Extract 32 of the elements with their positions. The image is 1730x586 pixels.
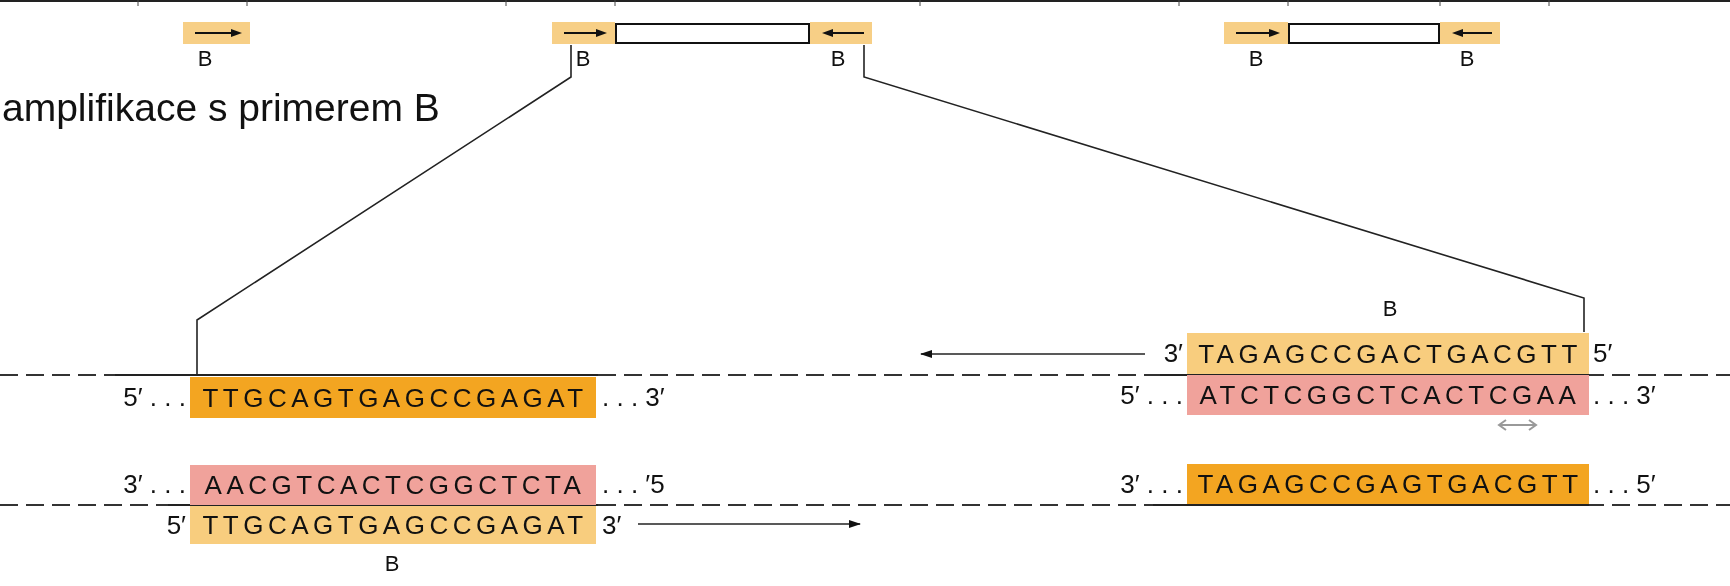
primer-label: B (575, 48, 591, 70)
strand-end-label: 5′ (1593, 340, 1613, 366)
sequence-text: TAGAGCCGACTGACGTT (1197, 340, 1582, 367)
sequence-text: AACGTCACTCGGCTCTA (203, 472, 586, 498)
arrow (920, 350, 1146, 358)
primer-label: B (830, 48, 846, 70)
insert-box (1288, 23, 1440, 44)
strand-end-label: 3′ . . . (123, 471, 186, 497)
primer-label: B (384, 553, 400, 575)
strand-end-label: 3′ (1163, 340, 1183, 366)
strand-end-label: 5′ . . . (123, 384, 186, 410)
sequence-text: ATCTCGGCTCACTCGAA (1198, 382, 1581, 408)
strand-end-label: . . . 3′ (1593, 382, 1656, 408)
sequence-text: TTGCAGTGAGCCGAGAT (201, 512, 588, 538)
primer-label: B (1382, 298, 1398, 320)
primer-label: B (1459, 48, 1475, 70)
strand-end-label: 3′ (602, 512, 622, 538)
strand-end-label: . . . 3′ (602, 384, 665, 410)
sequence-text: TAGAGCCGAGTGACGTT (1196, 471, 1583, 497)
primer-label: B (1248, 48, 1264, 70)
strand-end-label: 5′ (166, 512, 186, 538)
leader-line (196, 44, 572, 377)
strand-end-label: 3′ . . . (1120, 471, 1183, 497)
arrow (637, 520, 861, 528)
leader-line (863, 44, 1585, 333)
insert-box (615, 23, 810, 44)
sequence-text: TTGCAGTGAGCCGAGAT (201, 384, 588, 411)
primer-label: B (197, 48, 213, 70)
strand-end-label: . . . 5′ (1593, 471, 1656, 497)
strand-end-label: 5′ . . . (1120, 382, 1183, 408)
title: amplifikace s primerem B (2, 86, 440, 130)
strand-end-label: . . . ′5 (602, 471, 665, 497)
